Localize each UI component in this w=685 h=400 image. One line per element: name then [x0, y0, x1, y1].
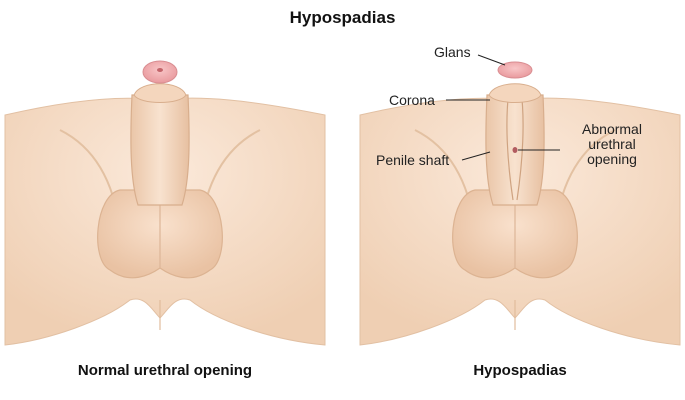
corona-ridge [133, 83, 187, 103]
leader-shaft [461, 151, 491, 161]
label-line: Abnormal [582, 121, 642, 137]
glans [497, 61, 533, 79]
label-line: opening [587, 151, 637, 167]
shaft [130, 94, 190, 206]
caption-hypospadias: Hypospadias [473, 362, 567, 379]
label-penile-shaft: Penile shaft [376, 152, 450, 168]
label-corona: Corona [389, 92, 435, 108]
caption-normal: Normal urethral opening [77, 362, 253, 379]
abnormal-urethral-meatus [512, 147, 518, 153]
figure-title: Hypospadias [289, 8, 396, 27]
label-glans: Glans [434, 44, 471, 60]
label-line: urethral [588, 136, 636, 152]
leader-lines [446, 54, 560, 161]
label-abnormal-urethral-opening: Abnormal urethral opening [560, 122, 664, 167]
hypospadias-anatomy [359, 61, 681, 346]
corona-ridge [488, 83, 542, 103]
normal-anatomy [4, 60, 326, 346]
urethral-meatus [157, 68, 163, 72]
leader-glans [477, 54, 506, 66]
